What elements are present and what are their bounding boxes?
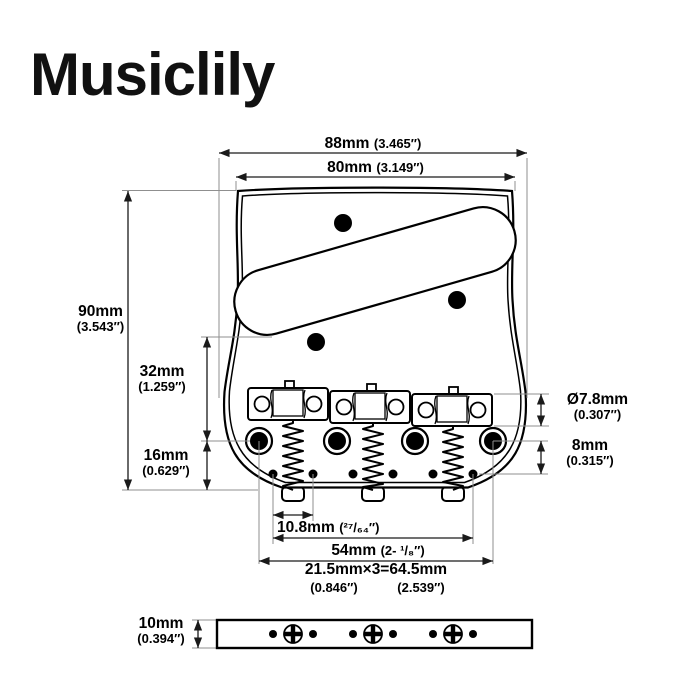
plate-inner-edge: [228, 191, 522, 484]
label-thickness-10mm: 10mm(0.394″): [137, 615, 185, 647]
string-hole-dot: [349, 630, 357, 638]
screw-hole-dot: [448, 291, 466, 309]
mounting-hole: [400, 426, 430, 456]
string-hole-dot: [469, 630, 477, 638]
string-hole-dot: [348, 469, 358, 479]
brand-logo: Musiclily: [30, 41, 275, 108]
label-string-span-54mm: 54mm (2- ¹/₈″): [331, 542, 425, 559]
string-hole-dot: [269, 630, 277, 638]
label-string-spacing-10.8mm: 10.8mm (²⁷/₆₄″): [277, 519, 380, 536]
dimension-lines: [123, 148, 546, 648]
label-width-88mm: 88mm (3.465″): [324, 135, 422, 152]
mounting-hole: [322, 426, 352, 456]
label-screw-spacing-64.5mm: 21.5mm×3=64.5mm: [304, 561, 448, 578]
side-view: [215, 618, 534, 650]
label-16mm: 16mm(0.629″): [142, 447, 190, 479]
label-saddle-diameter-7.8mm: Ø7.8mm(0.307″): [566, 391, 629, 423]
screw-hole-dot: [334, 214, 352, 232]
label-8mm: 8mm(0.315″): [566, 437, 614, 469]
saddles: [247, 380, 493, 427]
extension-lines: [122, 158, 549, 649]
label-screw-spacing-inches-left: (0.846″): [310, 580, 358, 595]
string-hole-dot: [389, 630, 397, 638]
pickup-opening: [233, 206, 517, 336]
side-view-string-holes: [269, 630, 477, 638]
phillips-screw-icon: [443, 624, 463, 644]
label-width-80mm: 80mm (3.149″): [327, 159, 424, 176]
label-height-90mm: 90mm(3.543″): [76, 303, 125, 335]
string-hole-dot: [309, 630, 317, 638]
plate-screw-holes: [307, 214, 466, 351]
label-32mm: 32mm(1.259″): [138, 363, 186, 395]
screw-hole-dot: [307, 333, 325, 351]
phillips-screw-icon: [363, 624, 383, 644]
string-hole-dot: [388, 469, 398, 479]
spring: [442, 426, 464, 491]
intonation-springs: [282, 420, 464, 491]
phillips-screw-icon: [283, 624, 303, 644]
string-hole-dot: [428, 469, 438, 479]
label-screw-spacing-inches-right: (2.539″): [397, 580, 445, 595]
string-hole-dot: [429, 630, 437, 638]
spring: [362, 423, 384, 491]
spring: [282, 420, 304, 491]
